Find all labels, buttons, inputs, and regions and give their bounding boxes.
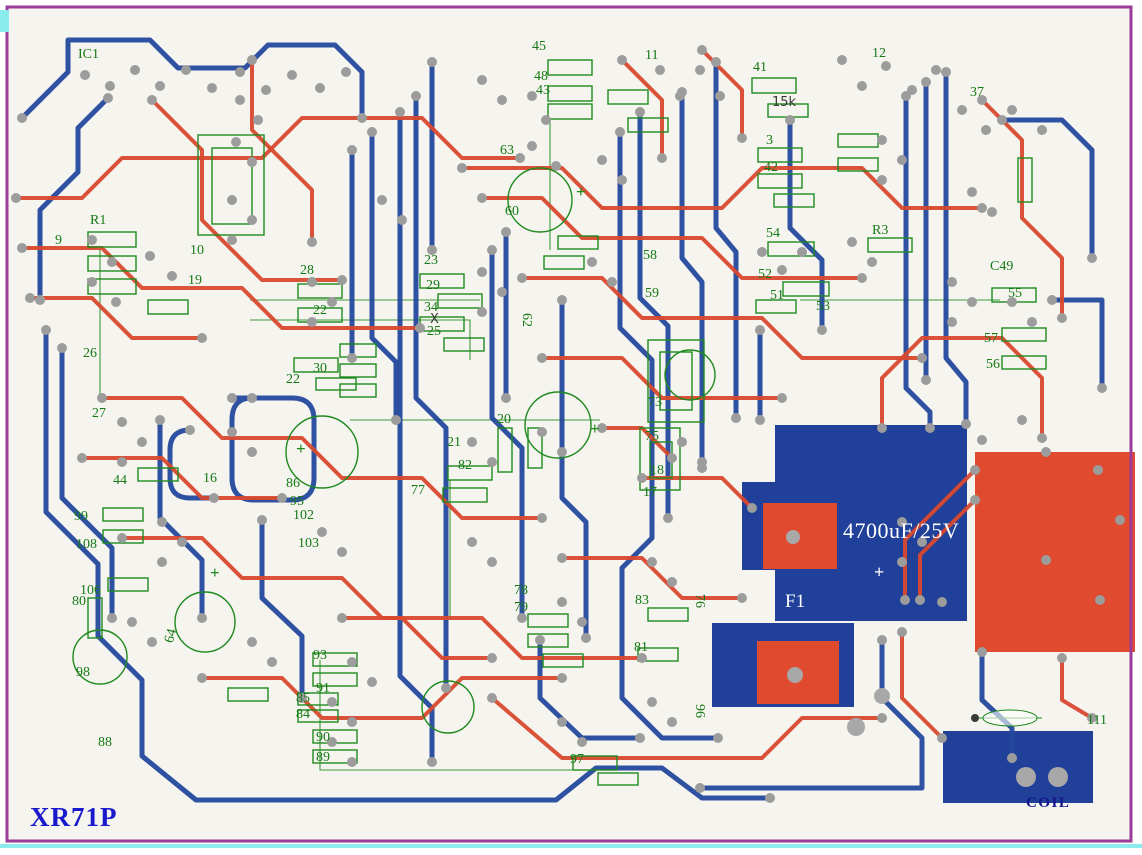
bottom-cyan-strip xyxy=(0,844,1142,848)
copper-planes xyxy=(712,425,1135,803)
component-outlines xyxy=(72,59,1047,786)
power-plane-red-main xyxy=(975,452,1135,652)
power-plane-blue-corner xyxy=(943,731,1093,803)
corner-cyan-mark xyxy=(0,10,9,32)
board-border xyxy=(5,5,1133,843)
solder-pads xyxy=(11,45,1125,803)
power-plane-red-square1 xyxy=(763,503,837,569)
coil-icon xyxy=(971,709,1042,727)
